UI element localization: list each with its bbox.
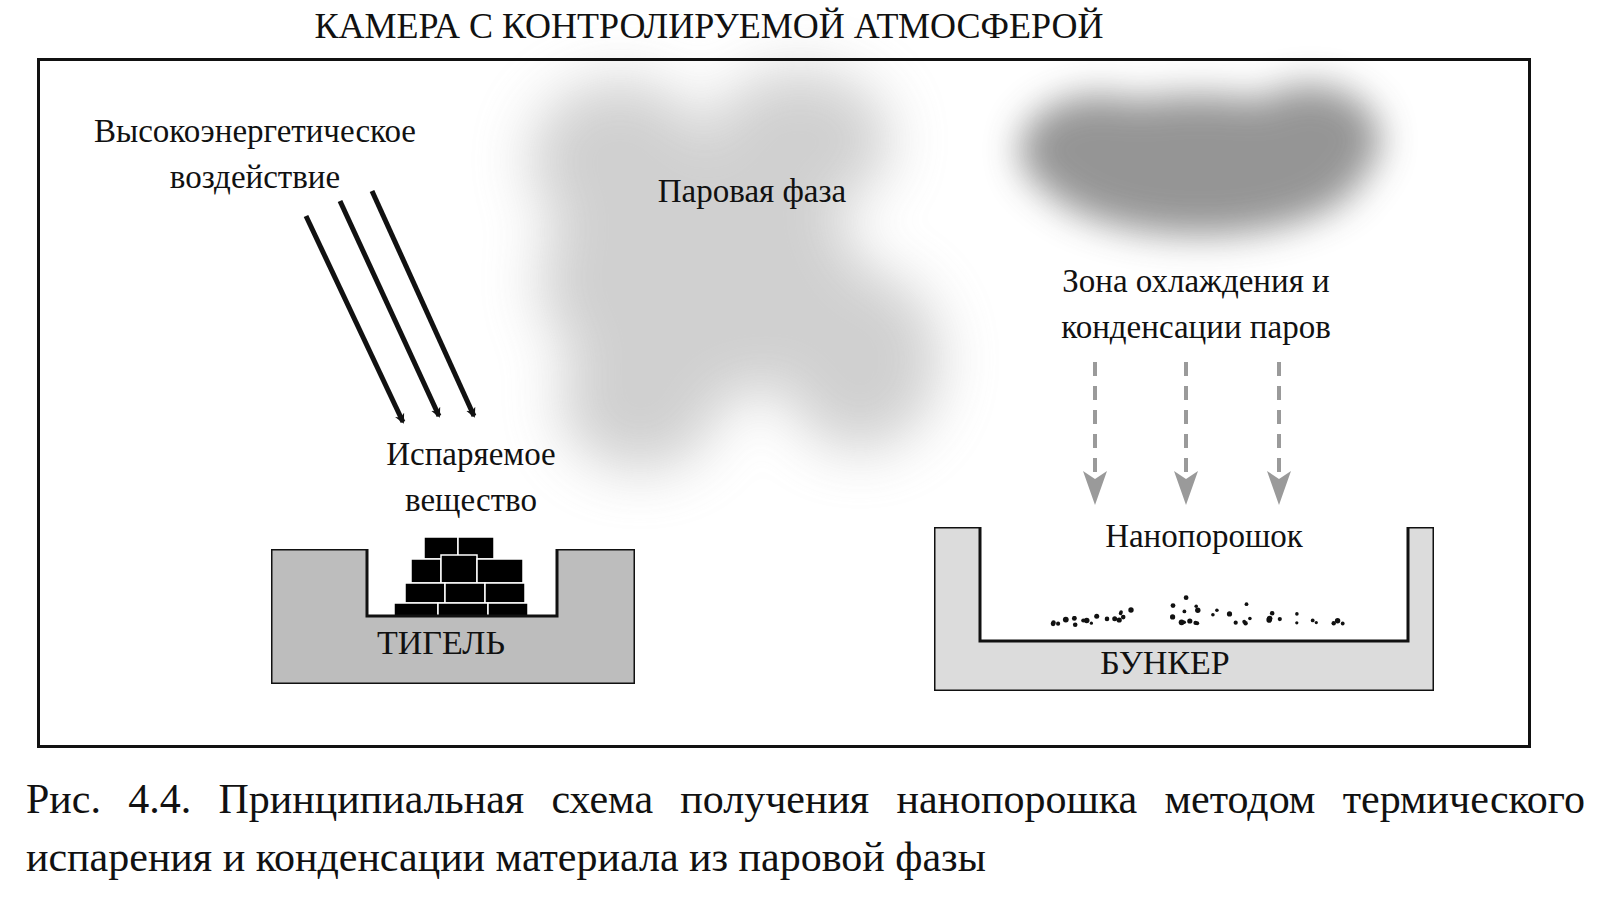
bunker-label: БУНКЕР [934,643,1396,683]
crucible-outline [271,549,635,684]
falling-arrows [1095,362,1279,505]
substance-label: Испаряемое вещество [346,431,596,523]
nanopowder-dots [1051,595,1345,627]
vapour-cloud [530,70,940,470]
chamber-title: КАМЕРА С КОНТРОЛИРУЕМОЙ АТМОСФЕРОЙ [315,3,1104,49]
nanopowder-label: Нанопорошок [1044,513,1364,559]
crucible-label: ТИГЕЛЬ [271,623,611,663]
crucible: ТИГЕЛЬ [271,549,635,684]
figure-caption: Рис. 4.4. Принципиальная схема получения… [26,770,1585,886]
evaporated-substance [394,537,528,617]
vapour-label: Паровая фаза [572,168,932,214]
cooling-zone-label: Зона охлаждения и конденсации паров [1006,258,1386,350]
energy-label: Высокоэнергетическое воздействие [40,108,470,200]
condensation-cloud [1020,85,1380,235]
energy-arrows [306,191,474,422]
